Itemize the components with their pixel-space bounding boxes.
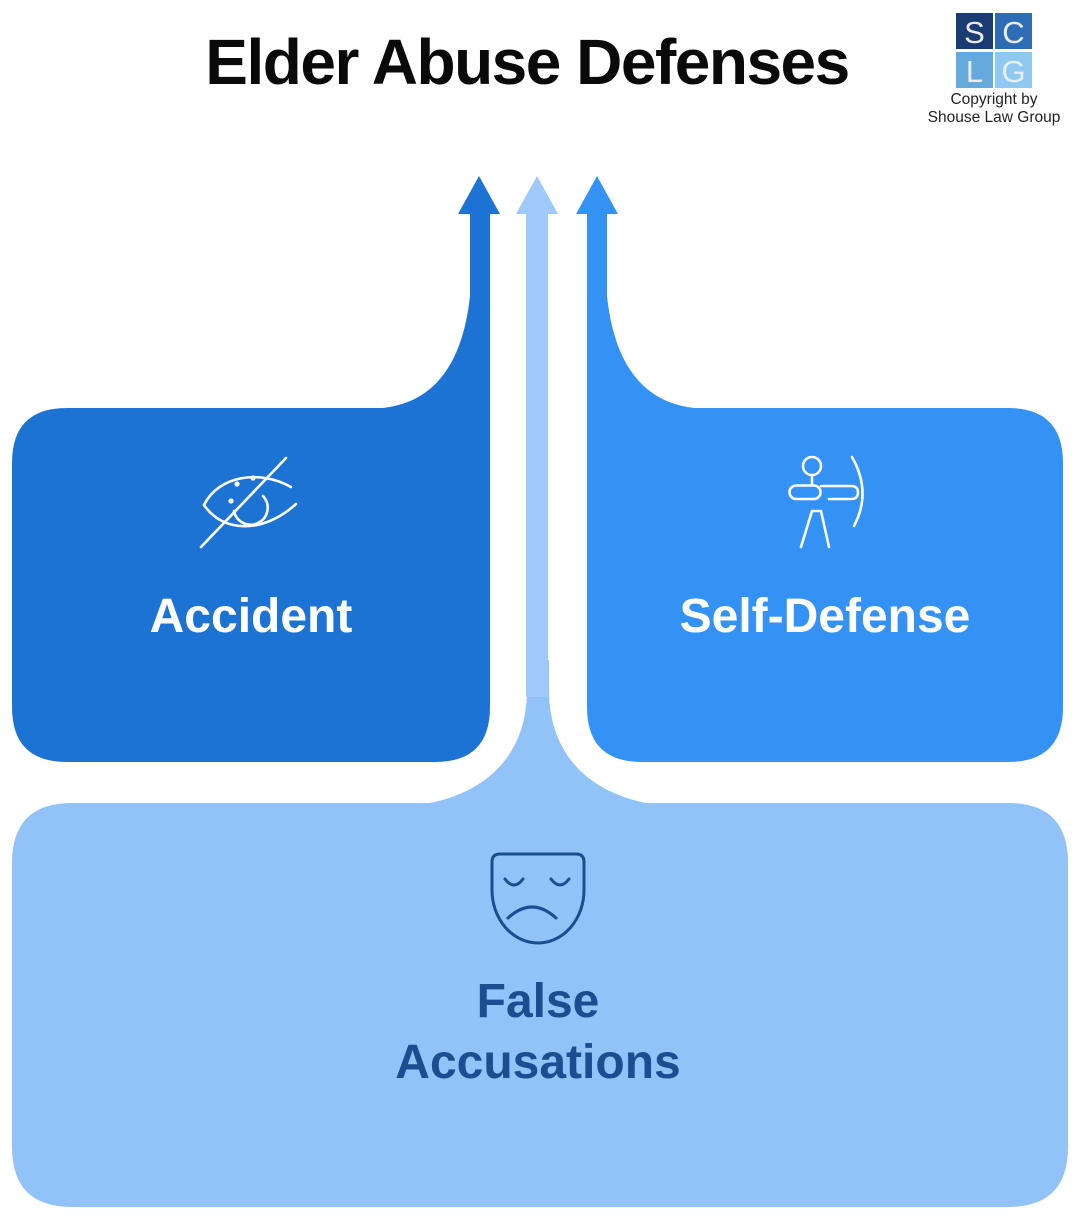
copyright-line-1: Copyright by	[950, 91, 1037, 108]
false-accusations-label-line2: Accusations	[395, 1036, 680, 1089]
archer-bow-icon	[788, 455, 864, 549]
logo-letter-s: S	[964, 15, 985, 50]
logo-letter-l: L	[966, 54, 983, 89]
logo-tile-s	[956, 13, 993, 49]
logo-letter-c: C	[1002, 15, 1024, 50]
logo-tile-g	[995, 52, 1032, 88]
defense-node-false-accusations: False Accusations	[12, 176, 1068, 1207]
defense-node-self-defense: Self-Defense	[576, 176, 1063, 762]
false-accusations-box-shape	[12, 660, 1068, 1207]
eye-off-icon	[199, 456, 298, 549]
logo-tile-l	[956, 52, 993, 88]
self-defense-label: Self-Defense	[680, 590, 971, 643]
logo-letter-g: G	[1001, 54, 1025, 89]
shouse-law-group-logo: S C L G Copyright by Shouse Law Group	[928, 13, 1061, 126]
false-accusations-label-line1: False	[477, 975, 600, 1028]
sad-mask-icon	[490, 852, 586, 945]
page-title: Elder Abuse Defenses	[205, 26, 848, 98]
accident-label: Accident	[150, 590, 353, 643]
defense-node-accident: Accident	[12, 176, 500, 762]
false-accusations-arrow	[516, 176, 558, 697]
copyright-line-2: Shouse Law Group	[928, 109, 1061, 126]
logo-tile-c	[995, 13, 1032, 49]
accident-box-arrow-shape	[12, 176, 500, 762]
